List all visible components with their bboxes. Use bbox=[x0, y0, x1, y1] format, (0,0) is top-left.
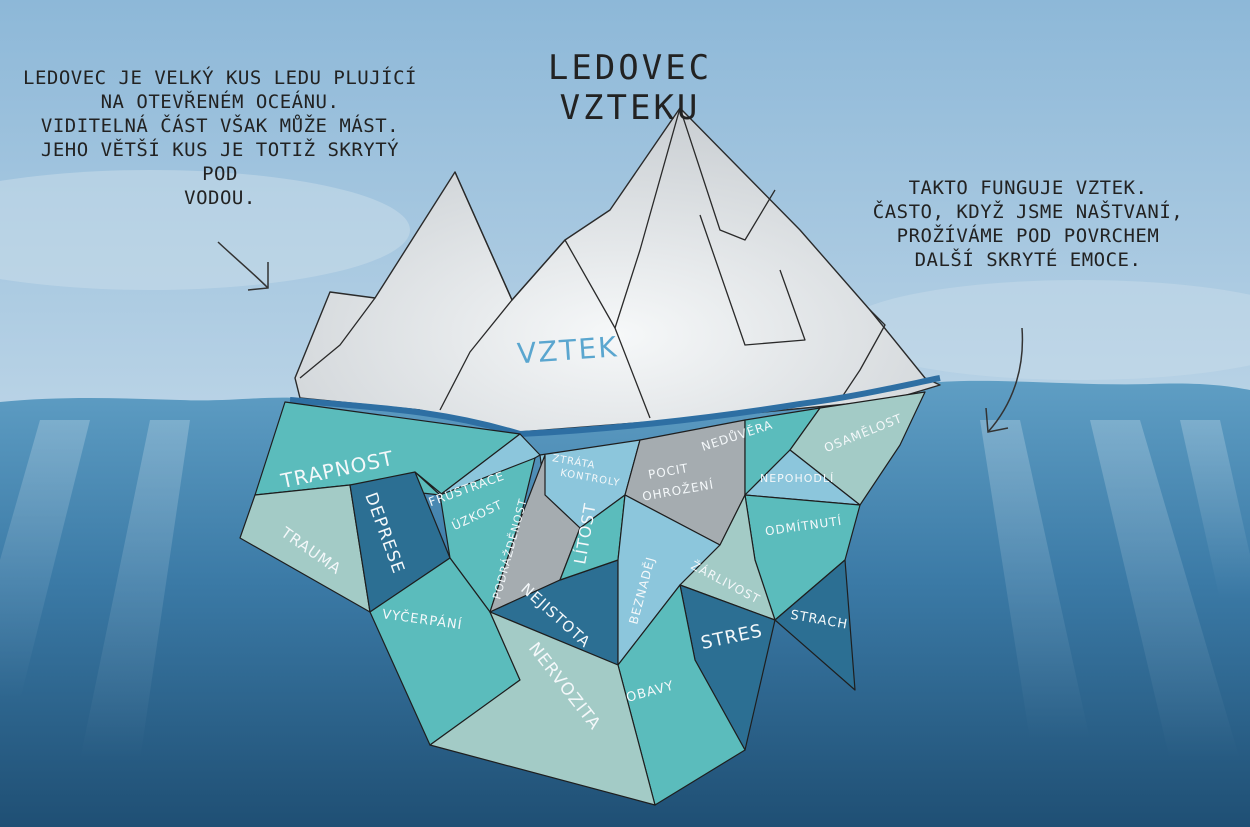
label-nepohodli: NEPOHODLÍ bbox=[760, 472, 834, 485]
note-left-line: VODOU. bbox=[184, 187, 256, 209]
cloud bbox=[0, 170, 410, 290]
arrow-right bbox=[985, 327, 1024, 433]
facet-zarlivost bbox=[679, 494, 776, 621]
note-right-line: DALŠÍ SKRYTÉ EMOCE. bbox=[914, 249, 1142, 271]
arrow-left bbox=[217, 241, 269, 291]
note-right-line: TAKTO FUNGUJE VZTEK. bbox=[908, 177, 1148, 199]
note-right: TAKTO FUNGUJE VZTEK. ČASTO, KDYŽ JSME NA… bbox=[868, 176, 1188, 272]
facet-osamelost bbox=[789, 391, 926, 506]
light-rays bbox=[0, 420, 1250, 760]
note-left-line: LEDOVEC JE VELKÝ KUS LEDU PLUJÍCÍ bbox=[23, 67, 417, 89]
note-left-line: NA OTEVŘENÉM OCEÁNU. bbox=[100, 91, 340, 113]
note-left: LEDOVEC JE VELKÝ KUS LEDU PLUJÍCÍ NA OTE… bbox=[20, 66, 420, 210]
cloud bbox=[840, 280, 1250, 380]
iceberg-underwater bbox=[239, 391, 926, 806]
note-right-line: PROŽÍVÁME POD POVRCHEM bbox=[896, 225, 1160, 247]
note-right-line: ČASTO, KDYŽ JSME NAŠTVANÍ, bbox=[872, 201, 1184, 223]
facet-nervozita bbox=[429, 611, 656, 806]
diagram-title: LEDOVEC VZTEKU bbox=[547, 48, 713, 128]
note-left-line: VIDITELNÁ ČÁST VŠAK MŮŽE MÁST. bbox=[40, 115, 400, 137]
label-vztek: VZTEK bbox=[516, 330, 620, 370]
waterline bbox=[289, 375, 941, 438]
facet-strach bbox=[774, 559, 856, 691]
note-left-line: JEHO VĚTŠÍ KUS JE TOTIŽ SKRYTÝ POD bbox=[40, 139, 400, 185]
